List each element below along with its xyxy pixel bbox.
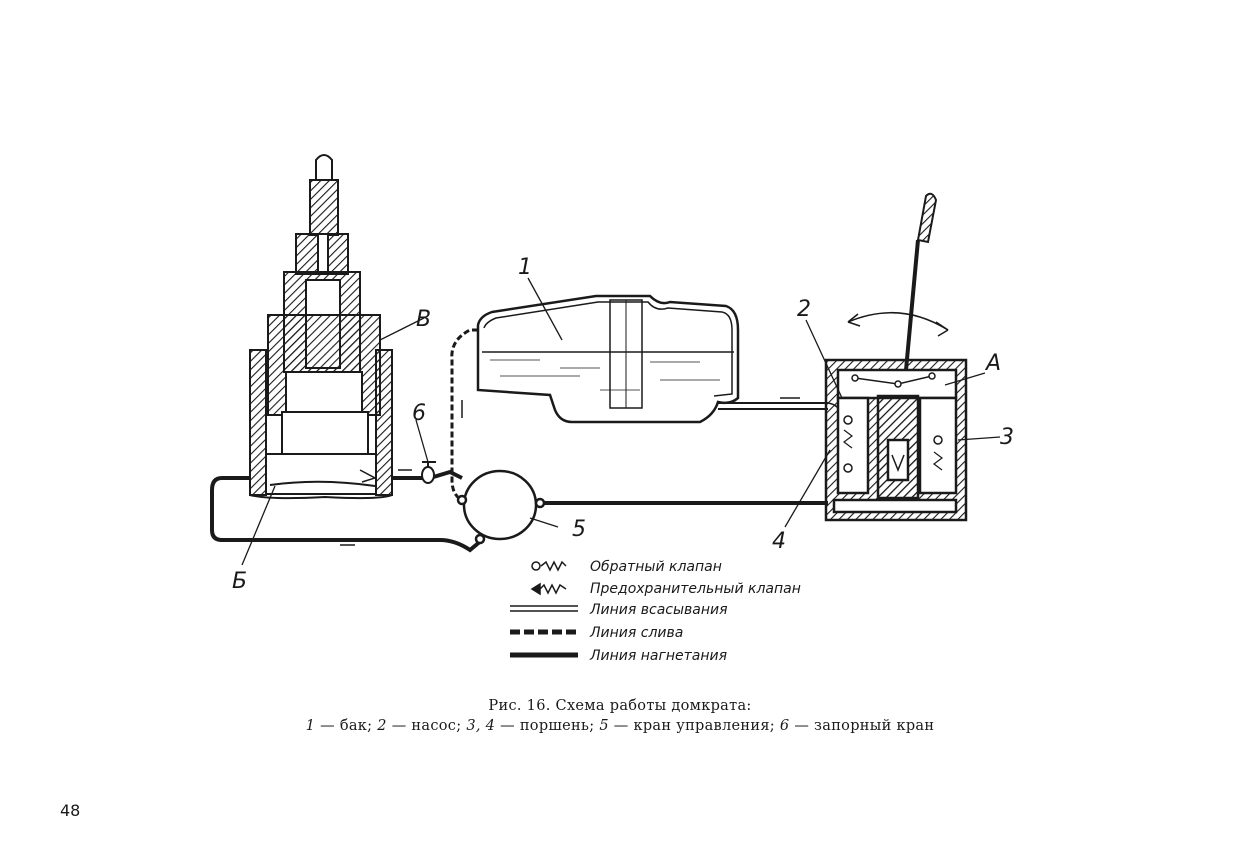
- legend-safety-valve: Предохранительный клапан: [590, 581, 801, 597]
- check-valve-symbol: [531, 560, 567, 572]
- legend-check-valve: Обратный клапан: [590, 559, 722, 575]
- label-chamber-V: В: [416, 307, 431, 332]
- label-pump-2: 2: [797, 297, 811, 322]
- tank: [476, 294, 740, 424]
- figure-caption-title: Рис. 16. Схема работы домкрата:: [488, 698, 752, 714]
- control-valve-5: [456, 469, 546, 545]
- pipelines: [210, 328, 841, 553]
- pump-block: [824, 192, 968, 522]
- leader-lines: [241, 277, 1001, 566]
- caption-item: 2 — насос;: [377, 718, 467, 734]
- label-valve-5: 5: [572, 517, 586, 542]
- caption-item: 6 — запорный кран: [779, 718, 935, 734]
- caption-item: 1 — бак;: [305, 718, 378, 734]
- legend-drain-line: Линия слива: [589, 625, 683, 641]
- legend-pressure-line: Линия нагнетания: [589, 648, 727, 664]
- label-chamber-A: А: [984, 351, 1001, 376]
- label-tank-1: 1: [518, 255, 532, 280]
- legend: Обратный клапан Предохранительный клапан…: [510, 559, 801, 664]
- safety-valve-symbol: [530, 582, 567, 596]
- suction-line-symbol: [510, 605, 578, 612]
- figure-caption-items: 1 — бак; 2 — насос; 3, 4 — поршень; 5 — …: [0, 718, 1240, 734]
- caption-item: 5 — кран управления;: [599, 718, 780, 734]
- page-number: 48: [60, 801, 81, 820]
- caption-item: 3, 4 — поршень;: [466, 718, 600, 734]
- jack-cylinder: [249, 154, 393, 500]
- legend-suction-line: Линия всасывания: [589, 602, 728, 618]
- shutoff-valve-6: [421, 461, 436, 484]
- label-piston-4: 4: [772, 529, 786, 554]
- label-piston-3: 3: [1000, 425, 1014, 450]
- label-valve-6: 6: [412, 401, 426, 426]
- label-chamber-B: Б: [232, 569, 247, 594]
